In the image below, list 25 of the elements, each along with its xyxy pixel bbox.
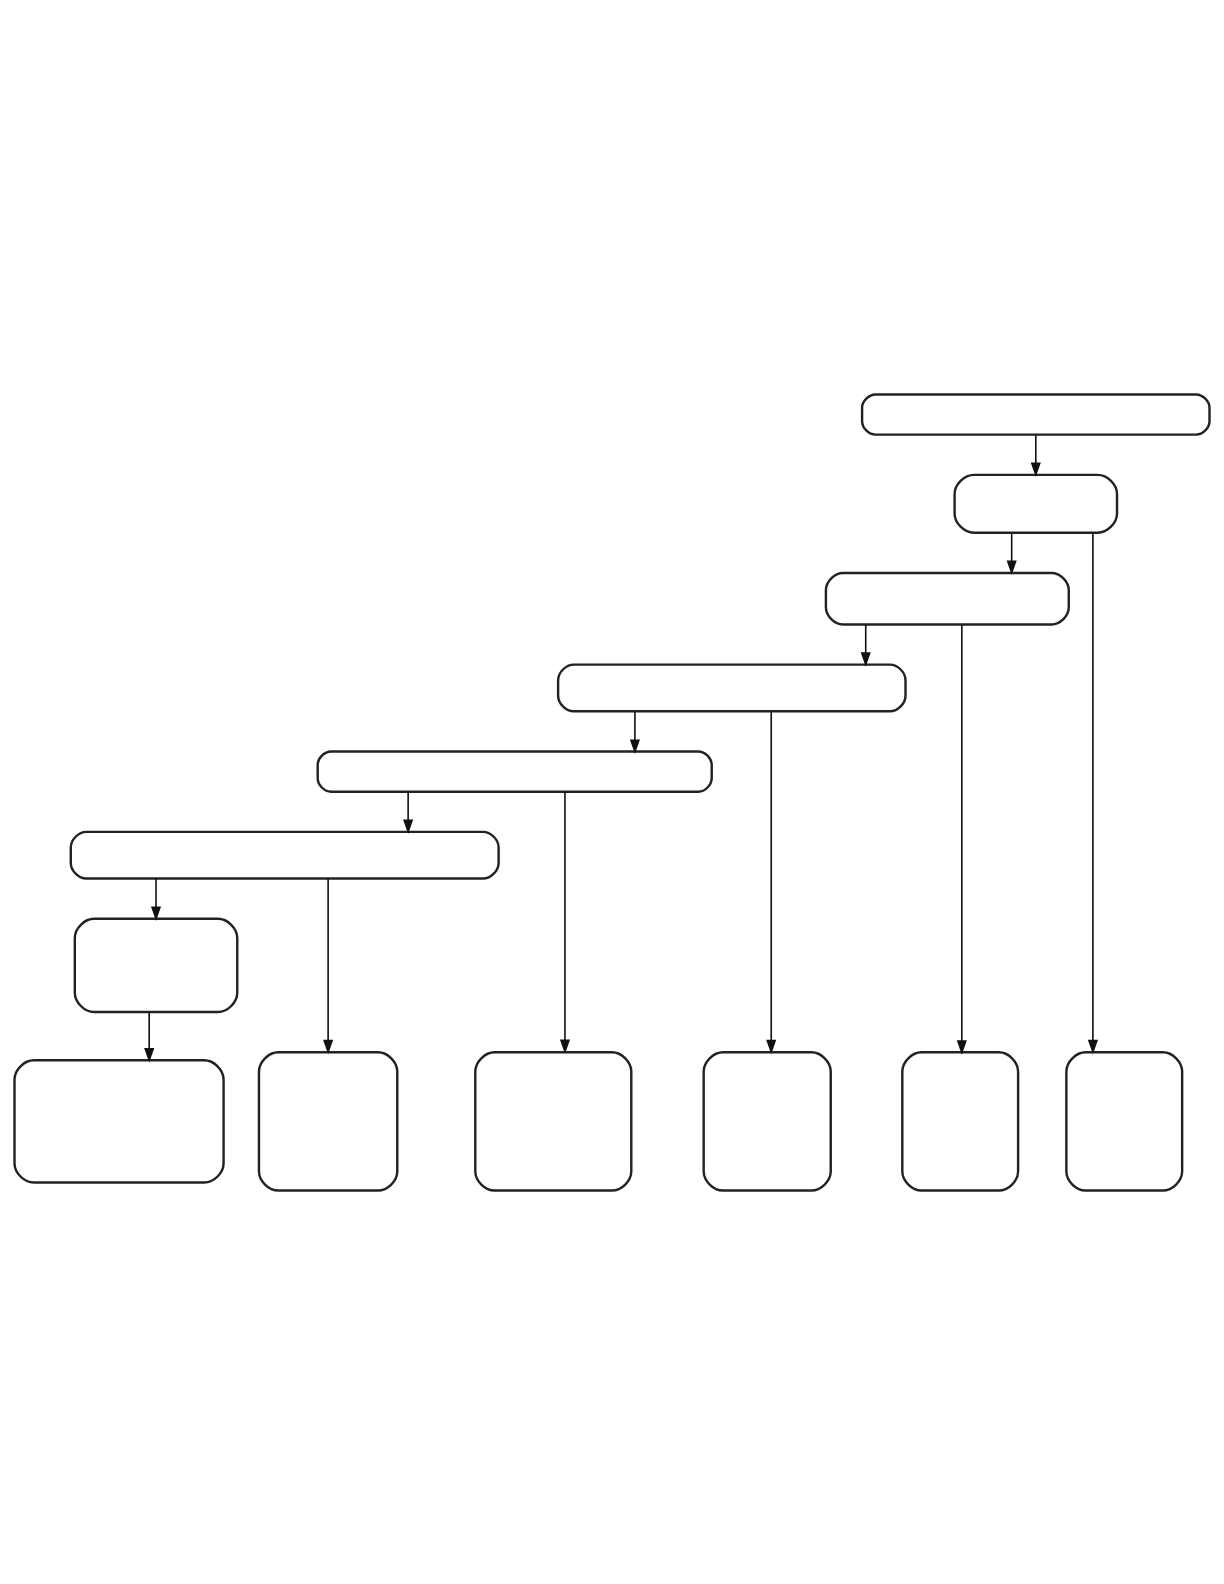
- node-box: [316, 749, 713, 793]
- node-box: [860, 392, 1211, 436]
- arrow: [956, 623, 967, 1055]
- node-box: [824, 571, 1070, 626]
- node-box: [556, 662, 907, 712]
- arrow: [766, 710, 777, 1054]
- node-box: [474, 1050, 633, 1192]
- arrow: [629, 710, 640, 754]
- node-box: [702, 1050, 832, 1192]
- node-box: [13, 1058, 225, 1184]
- node-box: [901, 1050, 1020, 1192]
- node-box: [1065, 1050, 1184, 1192]
- arrow: [150, 877, 162, 921]
- arrow: [1030, 433, 1041, 477]
- arrow: [403, 790, 414, 834]
- arrow: [323, 877, 334, 1054]
- arrow: [860, 623, 871, 667]
- node-box: [73, 917, 239, 1013]
- node-box: [953, 473, 1119, 534]
- node-box: [69, 830, 500, 880]
- arrow: [559, 790, 571, 1054]
- node-box: [257, 1050, 399, 1192]
- arrow: [144, 1010, 155, 1063]
- arrow: [1006, 531, 1017, 575]
- arrow: [1087, 531, 1098, 1054]
